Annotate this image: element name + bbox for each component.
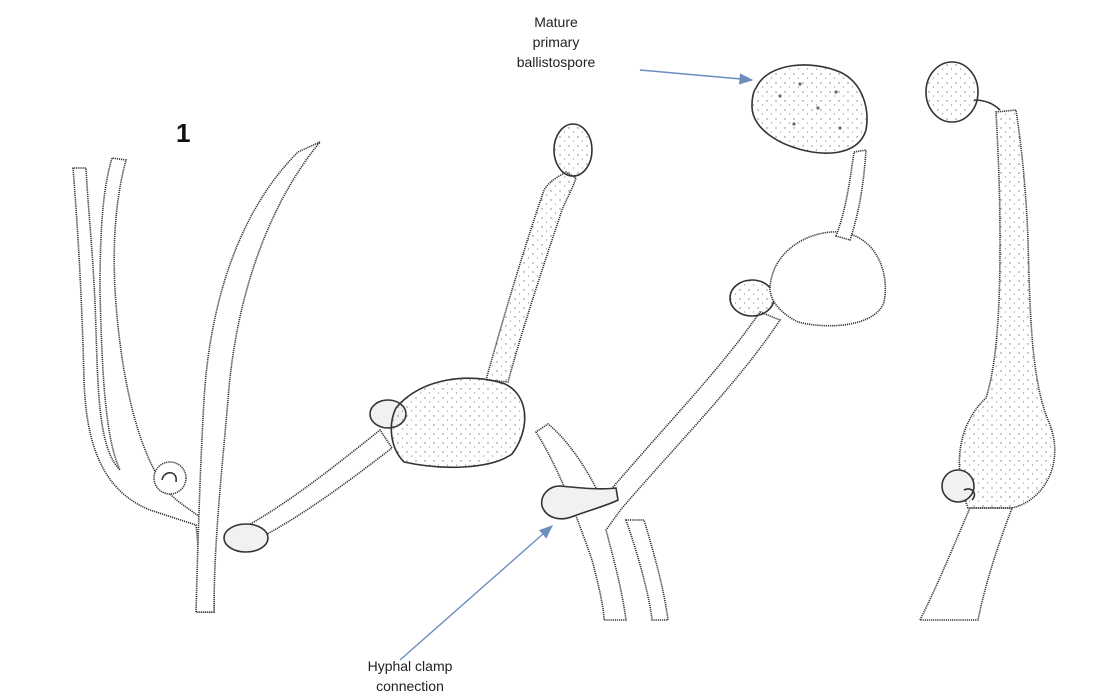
stem-hypha-3 [920, 508, 1012, 620]
mature-spore [752, 65, 867, 153]
hypha-group-3 [920, 62, 1055, 620]
stem-hypha-2b [626, 520, 668, 620]
left-clamp [154, 462, 186, 494]
clamp-3 [942, 470, 974, 502]
swelling-1 [391, 378, 524, 467]
spore-arrow [640, 70, 752, 80]
left-hypha [73, 158, 214, 612]
swelling-3 [959, 110, 1054, 508]
hypha-group-1 [73, 124, 592, 612]
small-bulge-2 [730, 280, 774, 316]
spore-1 [554, 124, 592, 176]
basal-knob [224, 524, 268, 552]
clamp-arrow [400, 526, 552, 660]
spore-3 [926, 62, 978, 122]
sterigma-1 [486, 172, 576, 382]
swelling-2 [770, 232, 885, 326]
spore-3-neck [974, 100, 1000, 110]
sterigma-2 [836, 150, 866, 240]
